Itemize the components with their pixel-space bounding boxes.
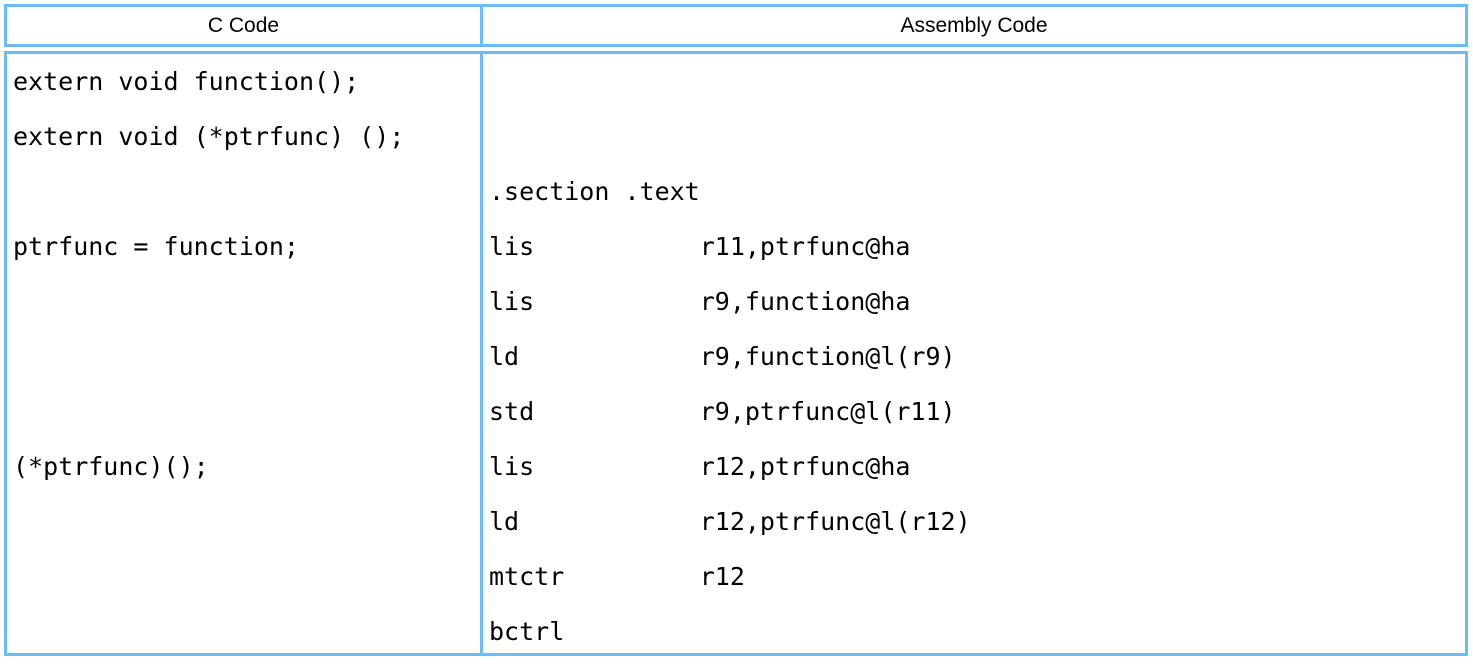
c-code-line xyxy=(13,549,480,604)
c-code-column-header: C Code xyxy=(7,7,483,44)
c-code-line xyxy=(13,274,480,329)
asm-code-line xyxy=(489,54,1465,109)
asm-code-line: lis r12,ptrfunc@ha xyxy=(489,452,911,481)
c-code-line: extern void (*ptrfunc) (); xyxy=(13,122,405,151)
asm-code-line: ld r9,function@l(r9) xyxy=(489,342,956,371)
c-code-line: (*ptrfunc)(); xyxy=(13,452,209,481)
code-comparison-table: C Code Assembly Code extern void functio… xyxy=(4,4,1468,656)
c-code-line: extern void function(); xyxy=(13,67,360,96)
c-code-cell: extern void function(); extern void (*pt… xyxy=(7,54,483,653)
c-code-line xyxy=(13,329,480,384)
asm-code-line: .section .text xyxy=(489,177,700,206)
c-code-line xyxy=(13,164,480,219)
asm-code-line: lis r9,function@ha xyxy=(489,287,911,316)
c-code-line: ptrfunc = function; xyxy=(13,232,299,261)
assembly-code-column-header: Assembly Code xyxy=(900,13,1048,37)
asm-code-line: ld r12,ptrfunc@l(r12) xyxy=(489,507,971,536)
c-code-line xyxy=(13,604,480,653)
asm-code-line: mtctr r12 xyxy=(489,562,745,591)
c-code-line xyxy=(13,384,480,439)
asm-code-line xyxy=(489,109,1465,164)
c-code-line xyxy=(13,494,480,549)
table-body-row: extern void function(); extern void (*pt… xyxy=(4,51,1468,656)
asm-code-line: bctrl xyxy=(489,617,565,646)
assembly-code-cell: .section .text lis r11,ptrfunc@ha lis r9… xyxy=(483,54,1465,653)
asm-code-line: lis r11,ptrfunc@ha xyxy=(489,232,911,261)
table-header-row: C Code Assembly Code xyxy=(4,4,1468,47)
asm-code-line: std r9,ptrfunc@l(r11) xyxy=(489,397,956,426)
